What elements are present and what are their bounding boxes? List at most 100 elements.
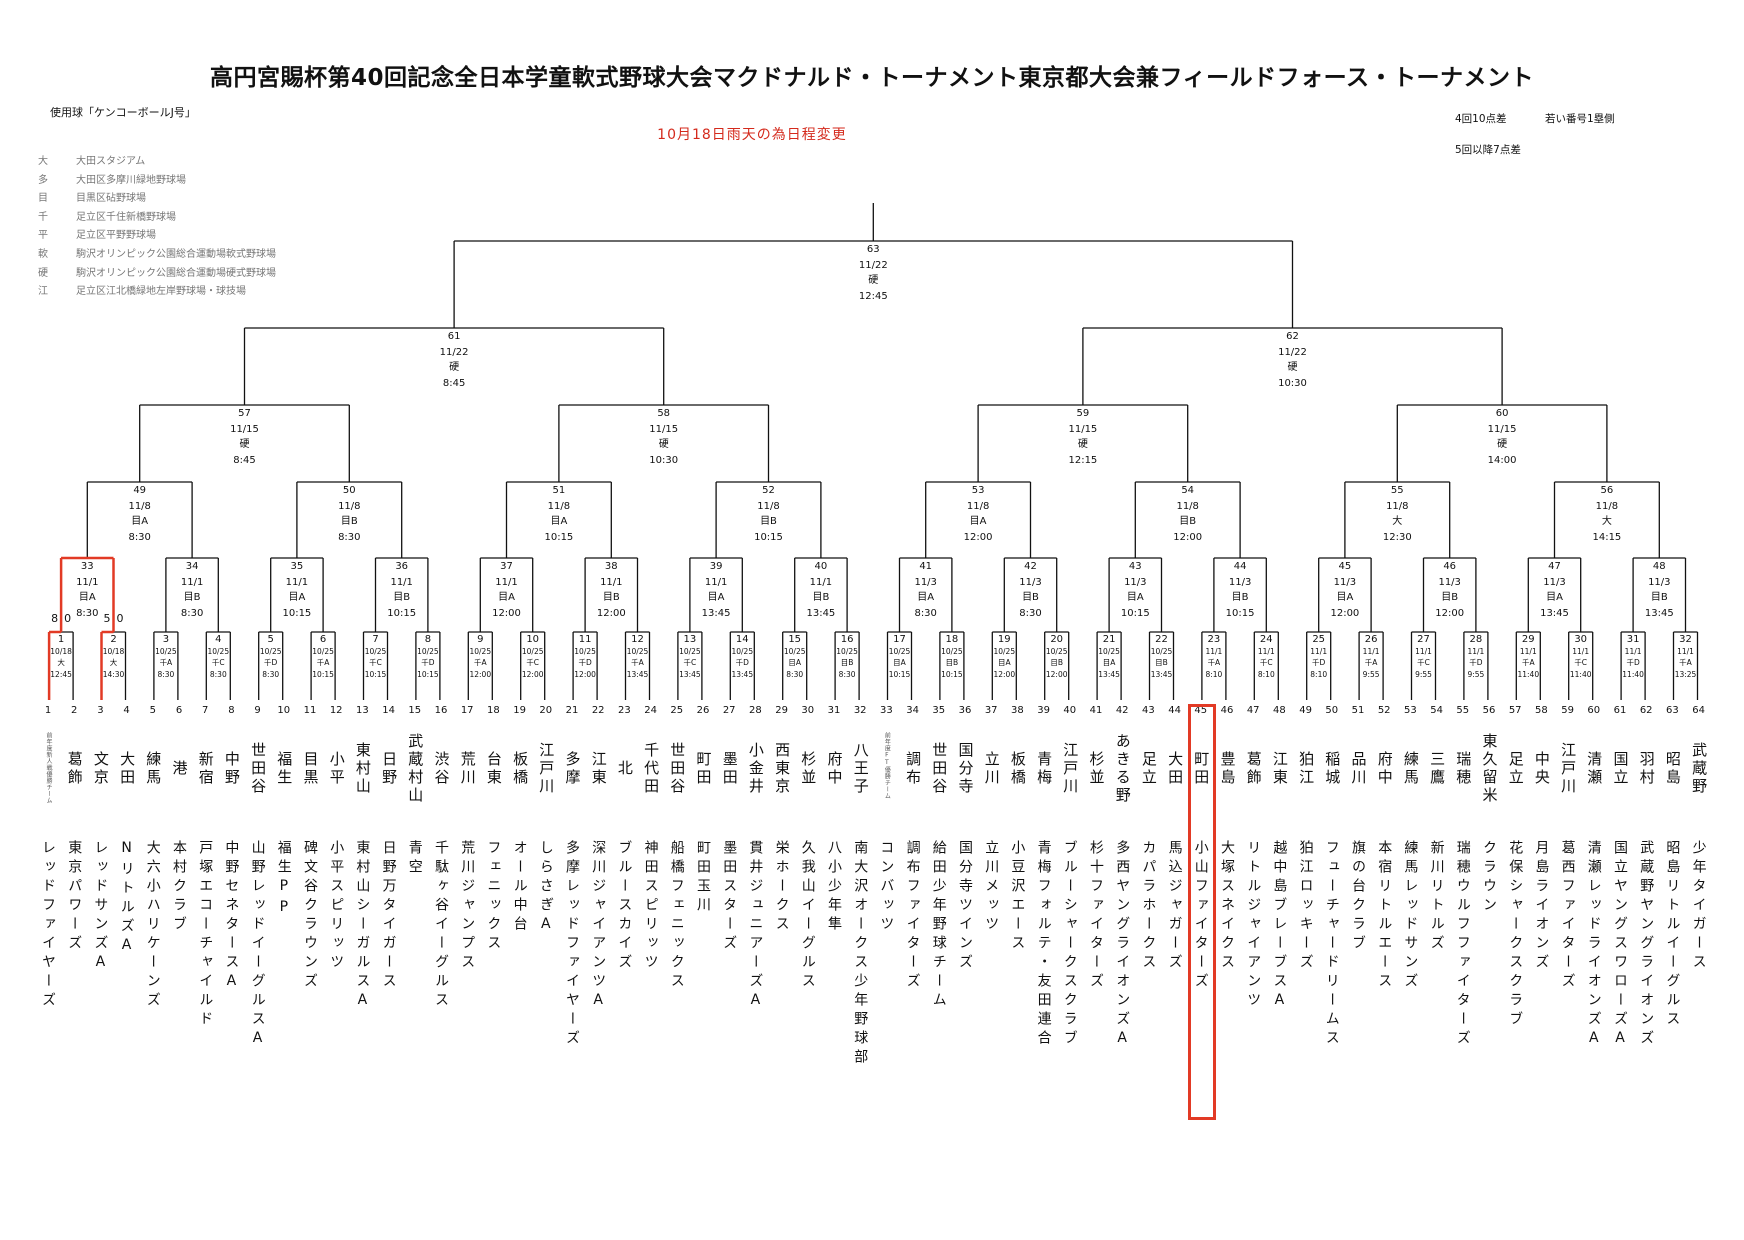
- match-time: 10:15: [282, 607, 312, 619]
- match-venue: 目A: [1126, 592, 1144, 603]
- team-name: 碑文谷クラウンズ: [298, 840, 322, 1110]
- team-number: 15: [408, 705, 422, 716]
- vertical-text: 港: [170, 760, 189, 778]
- team-number: 52: [1377, 705, 1391, 716]
- vertical-text: 多摩: [563, 751, 582, 787]
- match-venue: 目B: [945, 658, 959, 667]
- rule-5th-inning: 5回以降7点差: [1455, 144, 1521, 156]
- match-date: 11/8: [1386, 500, 1409, 512]
- team-number: 61: [1613, 705, 1627, 716]
- match-venue: 千A: [1679, 658, 1692, 667]
- vertical-text: 武蔵野ヤングライオンズ: [1638, 840, 1655, 1049]
- match-number: 10: [526, 634, 540, 645]
- match-number: 55: [1390, 485, 1404, 496]
- vertical-text: 小平: [327, 751, 346, 787]
- match-number: 60: [1495, 408, 1509, 419]
- match-number: 19: [997, 634, 1011, 645]
- ball-note: 使用球「ケンコーボールJ号」: [50, 106, 196, 119]
- legend-venue: 駒沢オリンピック公園総合運動場硬式野球場: [76, 267, 276, 279]
- match-number: 18: [945, 634, 959, 645]
- match-number: 4: [215, 634, 222, 645]
- team-number: 19: [513, 705, 526, 716]
- vertical-text: 花保シャークスクラブ: [1507, 840, 1524, 1030]
- match-number: 41: [919, 561, 933, 572]
- team-area: 台東: [481, 728, 505, 810]
- vertical-text: 江戸川: [537, 742, 556, 796]
- match-time: 13:45: [1150, 669, 1173, 679]
- match-date: 10/25: [731, 646, 754, 656]
- vertical-text: 杉並: [799, 751, 818, 787]
- vertical-text: 墨田: [720, 751, 739, 787]
- team-area: 羽村: [1634, 728, 1658, 810]
- team-name: 貫井ジュニアーズA: [743, 840, 767, 1110]
- team-name: ブルースカイズ: [612, 840, 636, 1110]
- match-venue: 硬: [1077, 439, 1088, 450]
- match-number: 51: [552, 485, 566, 496]
- vertical-text: 瑞穂: [1454, 751, 1473, 787]
- match-time: 13:45: [1098, 669, 1120, 679]
- vertical-text: 東村山シーガルスA: [354, 840, 371, 1013]
- team-number: 6: [175, 705, 183, 716]
- match-date: 10/25: [941, 646, 963, 656]
- team-name: 葛西ファイターズ: [1556, 840, 1580, 1110]
- match-date: 11/22: [1278, 346, 1307, 358]
- match-number: 26: [1364, 634, 1378, 645]
- match-number: 61: [447, 331, 461, 342]
- vertical-text: 狛江ロッキーズ: [1297, 840, 1314, 973]
- vertical-text: 葛西ファイターズ: [1559, 840, 1576, 992]
- match-number: 5: [267, 634, 274, 645]
- team-name: 福生PP: [272, 840, 296, 1110]
- team-number: 43: [1142, 705, 1155, 716]
- vertical-text: 日野: [380, 751, 399, 787]
- team-name: 東村山シーガルスA: [350, 840, 374, 1110]
- vertical-text: 月島ライオンズ: [1533, 840, 1550, 973]
- match-number: 36: [395, 561, 409, 572]
- match-venue: 目B: [1441, 592, 1459, 603]
- vertical-text: NリトルズA: [118, 840, 135, 958]
- legend-code: 目: [38, 193, 48, 205]
- team-number: 2: [71, 705, 78, 716]
- vertical-text: 武蔵村山: [406, 733, 425, 805]
- team-name: 町田玉川: [691, 840, 715, 1110]
- team-area: 渋谷: [429, 728, 453, 810]
- team-number: 30: [801, 705, 815, 716]
- match-time: 13:45: [626, 669, 649, 679]
- match-venue: 硬: [449, 362, 460, 373]
- match-number: 56: [1600, 485, 1614, 496]
- team-name: 山野レッドイーグルスA: [246, 840, 270, 1110]
- team-area: 昭島: [1660, 728, 1684, 810]
- match-number: 23: [1207, 634, 1221, 645]
- match-venue: 目A: [917, 592, 935, 603]
- match-date: 10/25: [993, 646, 1016, 656]
- vertical-text: 小平スピリッツ: [328, 840, 345, 973]
- match-date: 11/1: [809, 576, 833, 588]
- team-area: 前年度新人戦優勝チーム: [36, 732, 60, 804]
- match-date: 11/15: [230, 423, 259, 435]
- team-number: 16: [434, 705, 448, 716]
- match-venue: 千C: [1574, 658, 1588, 667]
- match-time: 12:00: [492, 607, 521, 619]
- team-area: 新宿: [193, 728, 217, 810]
- team-area: 町田: [691, 728, 715, 810]
- match-date: 11/1: [390, 576, 413, 588]
- legend-venue: 足立区江北橋緑地左岸野球場・球技場: [76, 286, 246, 298]
- team-name: 八小少年隼: [822, 840, 846, 1110]
- match-time: 12:00: [469, 669, 492, 679]
- team-name: コンバッツ: [874, 840, 898, 1110]
- team-name: フューチャードリームス: [1320, 840, 1344, 1110]
- match-number: 46: [1443, 561, 1457, 572]
- match-number: 50: [342, 485, 356, 496]
- match-venue: 目B: [812, 592, 830, 603]
- match-number: 24: [1259, 634, 1273, 645]
- vertical-text: 瑞穂ウルフファイターズ: [1454, 840, 1471, 1049]
